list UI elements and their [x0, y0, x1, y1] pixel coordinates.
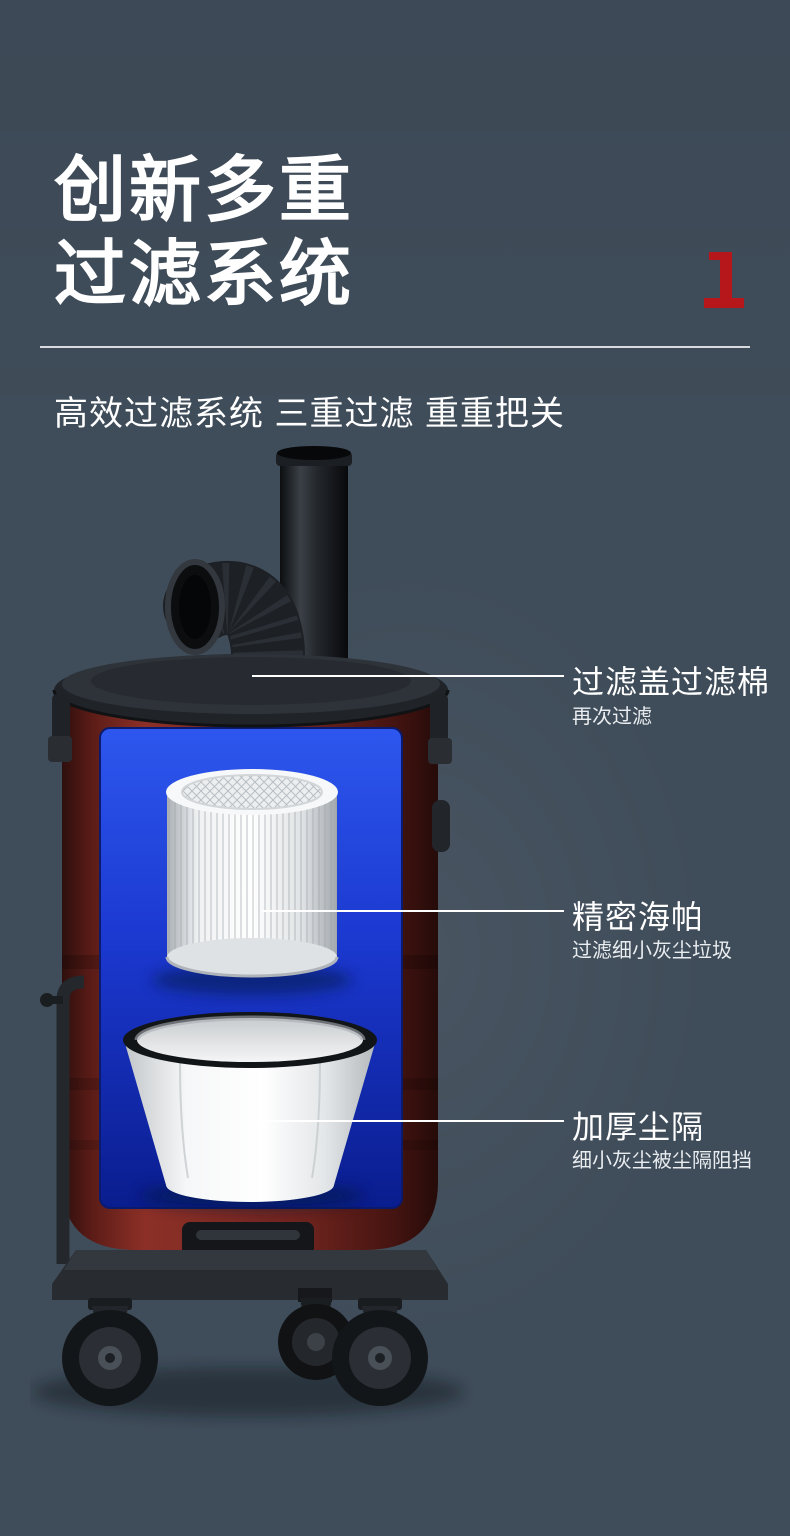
title-line-2: 过滤系统	[54, 234, 355, 315]
bottom-latch	[182, 1222, 314, 1256]
callout-line-filter-lid	[252, 675, 564, 677]
callout-desc-hepa: 过滤细小灰尘垃圾	[572, 940, 732, 962]
dust-bag	[123, 1012, 377, 1210]
hepa-filter	[152, 769, 352, 995]
red-mark-vertical-bar	[720, 252, 732, 300]
section-subtitle: 高效过滤系统 三重过滤 重重把关	[54, 395, 565, 433]
side-latches	[48, 694, 452, 852]
callout-title-dust-barrier: 加厚尘隔	[572, 1109, 705, 1145]
callout-title-hepa: 精密海帕	[572, 899, 705, 935]
callout-line-hepa	[262, 910, 564, 912]
vacuum-cleaner-illustration	[33, 446, 463, 1416]
callout-line-dust-barrier	[262, 1120, 564, 1122]
base-frame	[52, 1250, 448, 1300]
callout-desc-dust-barrier: 细小灰尘被尘隔阻挡	[572, 1150, 752, 1172]
callout-title-filter-lid: 过滤盖过滤棉	[572, 664, 771, 700]
title-line-1: 创新多重	[54, 151, 355, 231]
tank-lid	[52, 654, 450, 728]
red-mark-base-bar	[704, 298, 744, 308]
section-divider	[40, 346, 750, 348]
caster-wheel-right	[332, 1298, 428, 1406]
red-accent-mark	[702, 252, 746, 308]
red-mark-serif	[709, 252, 721, 260]
left-handle-tube	[40, 975, 85, 1264]
page-title: 创新多重 过滤系统	[54, 150, 354, 317]
caster-wheel-left	[62, 1298, 158, 1406]
callout-desc-filter-lid: 再次过滤	[572, 706, 652, 728]
